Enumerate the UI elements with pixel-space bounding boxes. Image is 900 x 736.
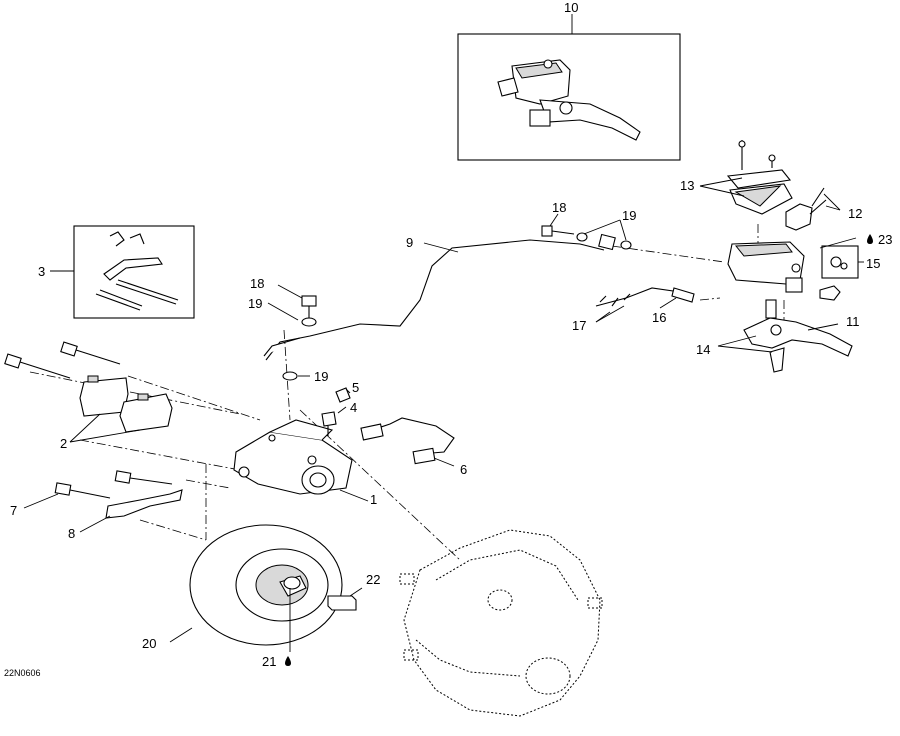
bleeder-screw-part bbox=[321, 411, 337, 436]
master-cylinder-detail-box bbox=[457, 33, 681, 161]
callout-6: 6 bbox=[460, 462, 468, 477]
callout-2: 2 bbox=[60, 436, 68, 451]
callout-19-lower: 19 bbox=[314, 369, 329, 384]
bleeder-cap-part bbox=[335, 387, 351, 403]
brake-line-part bbox=[265, 239, 605, 361]
callout-7: 7 bbox=[10, 503, 18, 518]
callout-10: 10 bbox=[564, 0, 579, 15]
master-cylinder-assembly-part bbox=[497, 59, 641, 141]
callout-22: 22 bbox=[366, 572, 381, 587]
callout-11: 11 bbox=[846, 314, 860, 329]
callout-8: 8 bbox=[68, 526, 76, 541]
callout-19-upper: 19 bbox=[622, 208, 637, 223]
brake-hose-part bbox=[360, 417, 455, 465]
drop-icon-23 bbox=[867, 234, 873, 244]
chaincase-housing-part bbox=[399, 529, 603, 717]
woodruff-key-part bbox=[327, 595, 357, 611]
drop-icon-21 bbox=[285, 656, 291, 666]
upper-banjo-bolt-part bbox=[541, 225, 575, 237]
pad-hardware-detail-box bbox=[73, 225, 195, 319]
callout-5: 5 bbox=[352, 380, 360, 395]
brake-pads-part bbox=[79, 375, 173, 433]
sealing-washer-part bbox=[301, 317, 317, 327]
caliper-bolts-part bbox=[4, 341, 121, 379]
callout-14: 14 bbox=[696, 342, 711, 357]
diagram-code: 22N0606 bbox=[4, 668, 41, 678]
mount-bolts-part bbox=[54, 470, 173, 499]
callout-3: 3 bbox=[38, 264, 46, 279]
callout-21: 21 bbox=[262, 654, 277, 669]
callout-23: 23 bbox=[878, 232, 893, 247]
banjo-bolt-part bbox=[301, 295, 317, 318]
brake-disc-part bbox=[189, 524, 343, 646]
callout-9: 9 bbox=[406, 235, 414, 250]
callout-15: 15 bbox=[866, 256, 881, 271]
caliper-part bbox=[233, 419, 353, 495]
brake-lever-part bbox=[743, 299, 853, 373]
callout-4: 4 bbox=[350, 400, 358, 415]
callout-18-lower: 18 bbox=[250, 276, 265, 291]
callout-20: 20 bbox=[142, 636, 157, 651]
mounting-bracket-part bbox=[105, 489, 183, 519]
master-cylinder-body-part bbox=[727, 241, 805, 293]
pad-retaining-clips-part bbox=[95, 231, 179, 311]
callout-13: 13 bbox=[680, 178, 695, 193]
reservoir-cover-part bbox=[726, 140, 793, 215]
callout-17: 17 bbox=[572, 318, 587, 333]
callout-1: 1 bbox=[370, 492, 378, 507]
handlebar-clamp-part bbox=[785, 187, 827, 231]
callout-16: 16 bbox=[652, 310, 667, 325]
callout-12: 12 bbox=[848, 206, 863, 221]
callout-18-upper: 18 bbox=[552, 200, 567, 215]
callout-19-middle: 19 bbox=[248, 296, 263, 311]
